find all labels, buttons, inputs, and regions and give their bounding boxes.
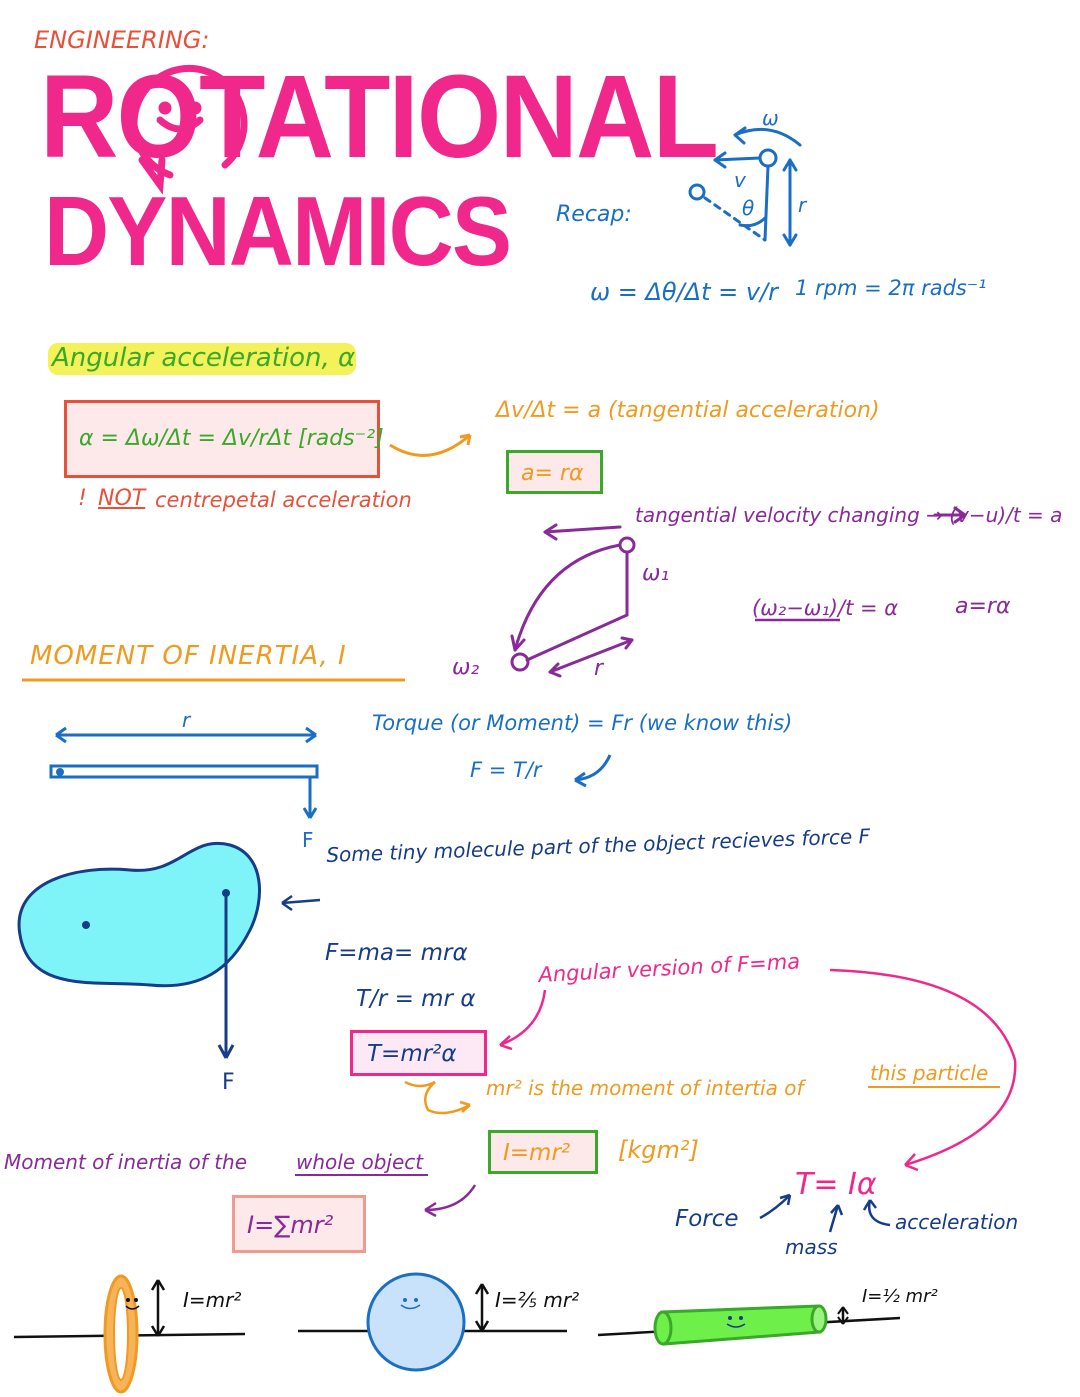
alpha-formula-box: α = Δω/Δt = Δv/rΔt [rads⁻²] (64, 400, 384, 478)
sum-inertia-box: I=∑mr² (232, 1195, 366, 1253)
f-ma-formula: F=ma= mrα (325, 940, 468, 966)
warning-text: centrepetal acceleration (155, 488, 412, 512)
omega2-label: ω₂ (452, 655, 480, 680)
recap-theta: θ (742, 196, 755, 220)
cylinder-shape (597, 1304, 901, 1346)
page-title-line1: ROTATIONAL (40, 51, 719, 183)
t-over-r-formula: T/r = mr α (356, 986, 476, 1012)
acceleration-label: acceleration (895, 1210, 1019, 1234)
ring-inertia-formula: I=mr² (183, 1288, 242, 1312)
moi-heading: MOMENT OF INERTIA, I (30, 641, 347, 671)
recap-v: v (734, 168, 746, 192)
velocity-note: tangential velocity changing → (v−u)/t =… (635, 503, 1063, 527)
force-label: Force (675, 1206, 739, 1232)
heading-highlight (48, 343, 356, 375)
torque-mr2: T=mr²α (367, 1041, 457, 1067)
angular-velocity-diagram (510, 506, 967, 678)
warning-not: NOT (98, 486, 146, 511)
sphere-inertia-formula: I=⅖ mr² (495, 1288, 580, 1312)
smiley-o-icon (130, 64, 248, 195)
r-label: r (594, 656, 604, 681)
rod-r-label: r (182, 708, 191, 732)
blob-f-label: F (222, 1070, 235, 1095)
f-equals-t-over-r: F = T/r (470, 758, 542, 782)
rigid-body-blob (17, 841, 261, 1059)
cylinder-inertia-formula: I=½ mr² (862, 1286, 938, 1307)
recap-omega-formula: ω = Δθ/Δt = v/r (590, 278, 779, 306)
recap-omega: ω (762, 106, 779, 130)
inertia-formula: I=mr² (503, 1140, 571, 1166)
inertia-box: I=mr² (488, 1130, 598, 1174)
angular-acceleration-heading: Angular acceleration, α (52, 343, 356, 373)
sphere-shape (298, 1272, 567, 1372)
recap-rpm: 1 rpm = 2π rads⁻¹ (795, 276, 987, 300)
omega-difference-formula: (ω₂−ω₁)/t = α (752, 596, 899, 620)
a-equals-r-alpha: a=rα (955, 594, 1011, 619)
tangential-acceleration: Δv/Δt = a (tangential acceleration) (496, 398, 880, 423)
recap-label: Recap: (556, 202, 632, 227)
ring-shape (13, 1274, 246, 1394)
mass-label: mass (785, 1235, 838, 1259)
recap-r: r (798, 193, 807, 217)
mr2-note: mr² is the moment of intertia of (486, 1076, 804, 1100)
recap-diagram (688, 126, 802, 247)
page-title-line2: DYNAMICS (44, 176, 512, 286)
sum-inertia-formula: I=∑mr² (247, 1211, 334, 1239)
inertia-unit: [kgm²] (618, 1136, 699, 1164)
rod-f-label: F (302, 828, 314, 852)
torque-formula: Torque (or Moment) = Fr (we know this) (372, 711, 793, 735)
alpha-to-tangential-arrow (389, 433, 471, 457)
warning-mark: ! (78, 486, 87, 511)
alpha-formula: α = Δω/Δt = Δv/rΔt [rads⁻²] (79, 426, 384, 451)
torque-mr2-box: T=mr²α (350, 1030, 487, 1076)
a-formula-box: a= rα (506, 450, 603, 494)
category-label: ENGINEERING: (34, 26, 210, 54)
torque-i-alpha: T= Iα (795, 1167, 877, 1202)
a-formula: a= rα (521, 461, 584, 486)
whole-object-note: Moment of inertia of the (4, 1150, 248, 1174)
whole-object-underlined: whole object (296, 1150, 424, 1174)
rod-diagram (49, 726, 319, 819)
omega1-label: ω₁ (642, 561, 670, 586)
mr2-note-underlined: this particle (870, 1061, 989, 1085)
